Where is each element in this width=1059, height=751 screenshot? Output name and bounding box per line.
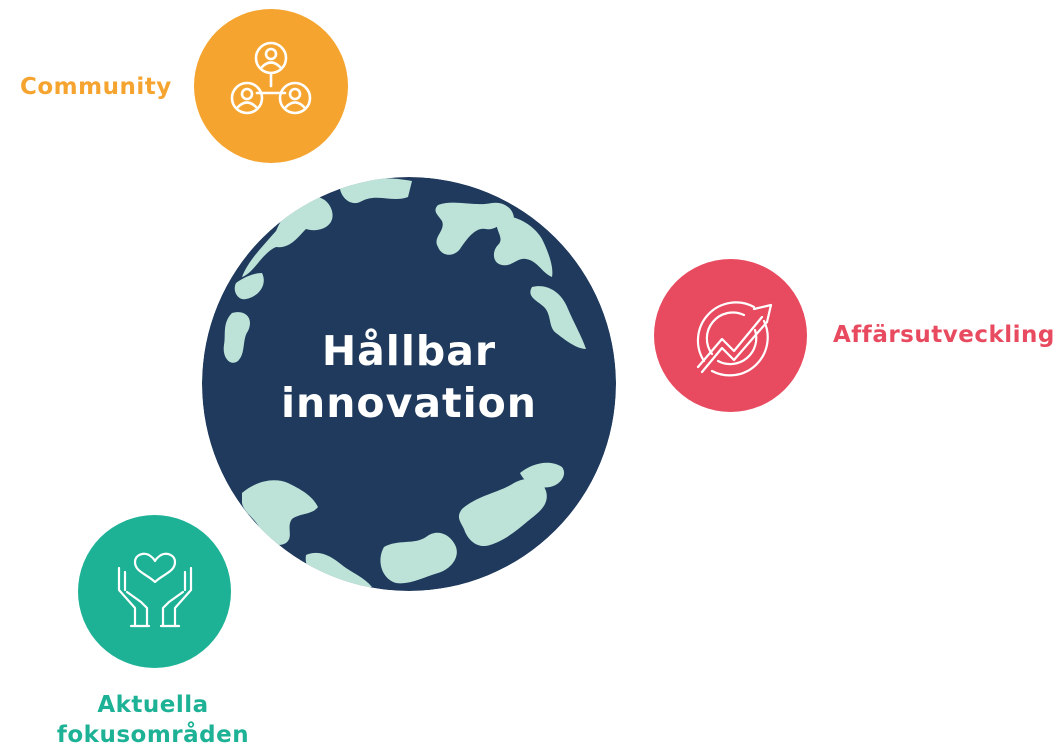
focus-label-line1: Aktuella bbox=[97, 692, 209, 718]
growth-chart-icon bbox=[696, 300, 772, 376]
center-title-line1: Hållbar bbox=[321, 327, 497, 375]
business-label: Affärsutveckling bbox=[833, 322, 1055, 348]
business-circle bbox=[654, 259, 807, 412]
community-network-icon bbox=[230, 41, 312, 115]
center-title-line2: innovation bbox=[281, 379, 537, 427]
focus-circle bbox=[78, 515, 231, 668]
focus-label-line2: fokusområden bbox=[56, 722, 250, 748]
center-globe: Hållbar innovation bbox=[202, 177, 616, 591]
globe-icon bbox=[202, 177, 616, 591]
hands-heart-icon bbox=[117, 552, 192, 627]
community-label: Community bbox=[20, 74, 172, 100]
community-circle bbox=[194, 9, 348, 163]
focus-label: Aktuella fokusområden bbox=[40, 690, 266, 750]
center-title: Hållbar innovation bbox=[202, 325, 616, 429]
